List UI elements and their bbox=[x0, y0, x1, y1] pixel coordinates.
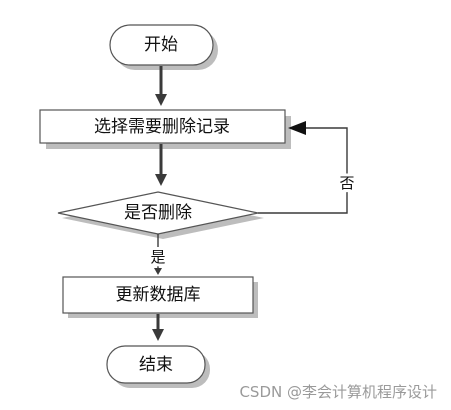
update-node: 更新数据库 bbox=[62, 276, 258, 318]
edge-label-no: 否 bbox=[339, 174, 354, 192]
watermark-text: CSDN @李会计算机程序设计 bbox=[239, 383, 437, 401]
arrow-yes-head bbox=[154, 268, 162, 275]
end-node: 结束 bbox=[106, 345, 210, 388]
start-node: 开始 bbox=[109, 24, 218, 70]
arrow-no-head bbox=[288, 121, 306, 135]
edge-label-yes: 是 bbox=[150, 248, 165, 266]
arrow-no-loop bbox=[258, 127, 348, 214]
end-label: 结束 bbox=[139, 355, 173, 375]
select-label: 选择需要删除记录 bbox=[94, 117, 230, 137]
decision-label: 是否删除 bbox=[124, 203, 192, 223]
select-node: 选择需要删除记录 bbox=[39, 109, 291, 149]
start-label: 开始 bbox=[144, 35, 178, 55]
update-label: 更新数据库 bbox=[116, 285, 201, 305]
decision-node: 是否删除 bbox=[57, 191, 264, 239]
